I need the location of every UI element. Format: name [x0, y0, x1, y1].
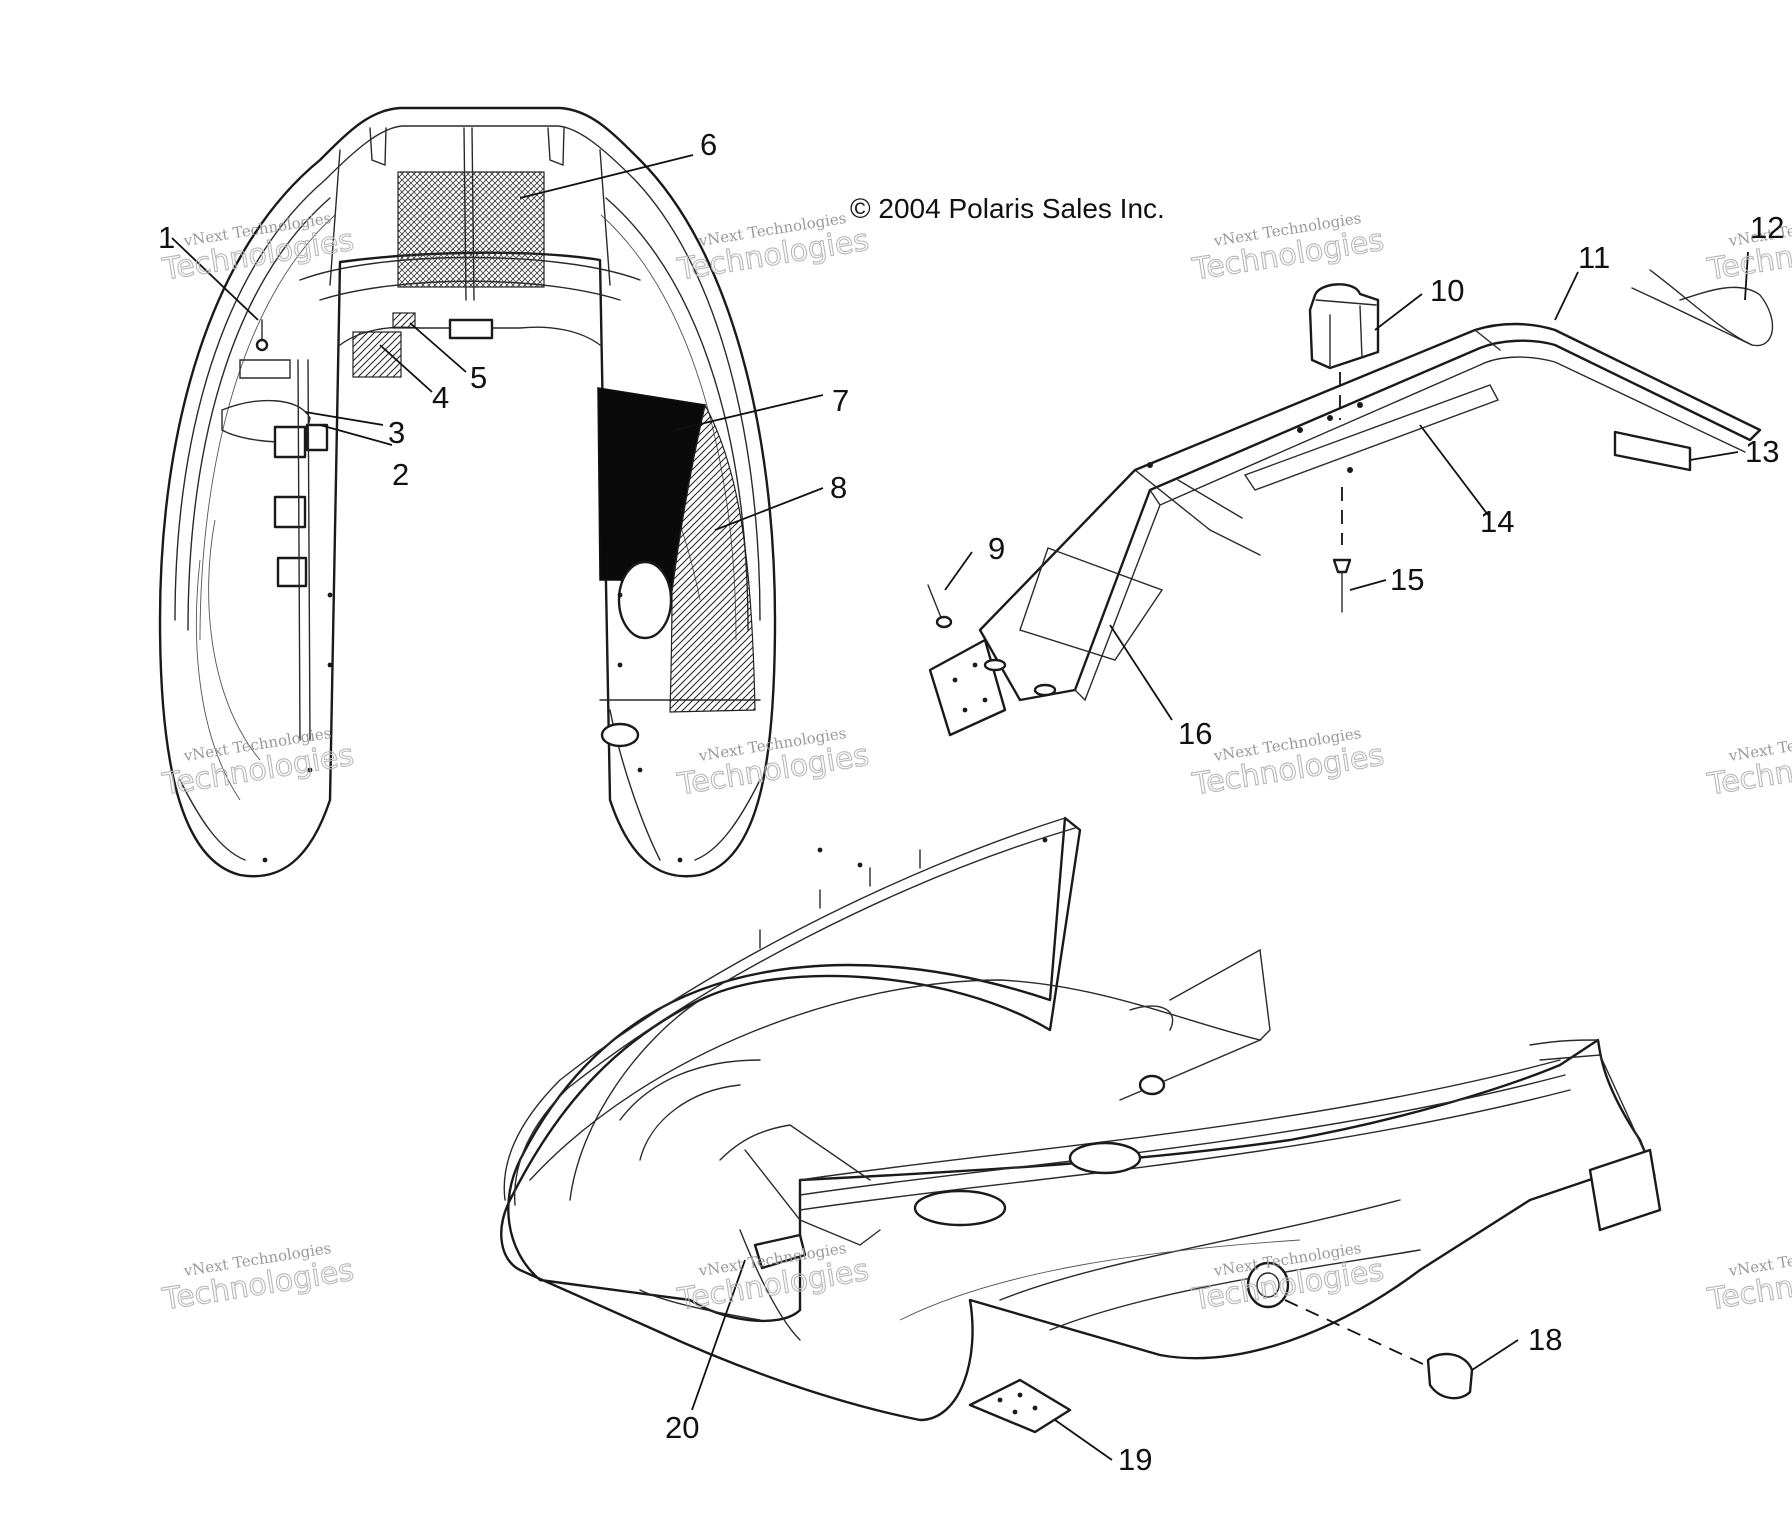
callout-2[interactable]: 2: [392, 457, 409, 492]
callout-11[interactable]: 11: [1578, 240, 1610, 275]
part-5-shape: [392, 312, 416, 329]
callout-12[interactable]: 12: [1750, 210, 1784, 245]
callout-13[interactable]: 13: [1745, 434, 1779, 469]
callout-3[interactable]: 3: [388, 415, 405, 450]
watermark-tile: vNext Technologies Technologies: [159, 1239, 357, 1318]
callout-9[interactable]: 9: [988, 531, 1005, 566]
callout-4[interactable]: 4: [432, 380, 449, 415]
watermark-tile: vNext Technologies Technologies: [674, 209, 872, 288]
callout-7[interactable]: 7: [832, 383, 849, 418]
hood-inner-view: [158, 106, 777, 878]
callout-19[interactable]: 19: [1118, 1442, 1152, 1477]
leader-lines: [171, 154, 1749, 1461]
callout-15[interactable]: 15: [1390, 562, 1424, 597]
callout-1[interactable]: 1: [158, 220, 175, 255]
callout-18[interactable]: 18: [1528, 1322, 1562, 1357]
watermark-tile: vNext Technologies Technologies: [1189, 209, 1387, 288]
callout-14[interactable]: 14: [1480, 504, 1514, 539]
watermark-tile: vNext Technologies Technologies: [1189, 724, 1387, 803]
decal-6-shape: [397, 171, 545, 288]
callout-labels: 1 2 3 4 5 6 7 8 9 10 11 12 13 14 15 16 1…: [158, 127, 1784, 1477]
console-panel-view: [927, 269, 1774, 737]
callout-5[interactable]: 5: [470, 360, 487, 395]
watermark-tile: vNext Technologies Technologies: [1704, 724, 1792, 803]
part-4-shape: [352, 331, 402, 378]
callout-16[interactable]: 16: [1178, 716, 1212, 751]
callout-10[interactable]: 10: [1430, 273, 1464, 308]
copyright-notice: © 2004 Polaris Sales Inc.: [850, 193, 1165, 224]
hood-side-view: [500, 816, 1662, 1434]
decal-8-shape: [669, 403, 756, 713]
callout-8[interactable]: 8: [830, 470, 847, 505]
callout-20[interactable]: 20: [665, 1410, 699, 1445]
watermark-tile: vNext Technologies Technologies: [1704, 1239, 1792, 1318]
callout-6[interactable]: 6: [700, 127, 717, 162]
